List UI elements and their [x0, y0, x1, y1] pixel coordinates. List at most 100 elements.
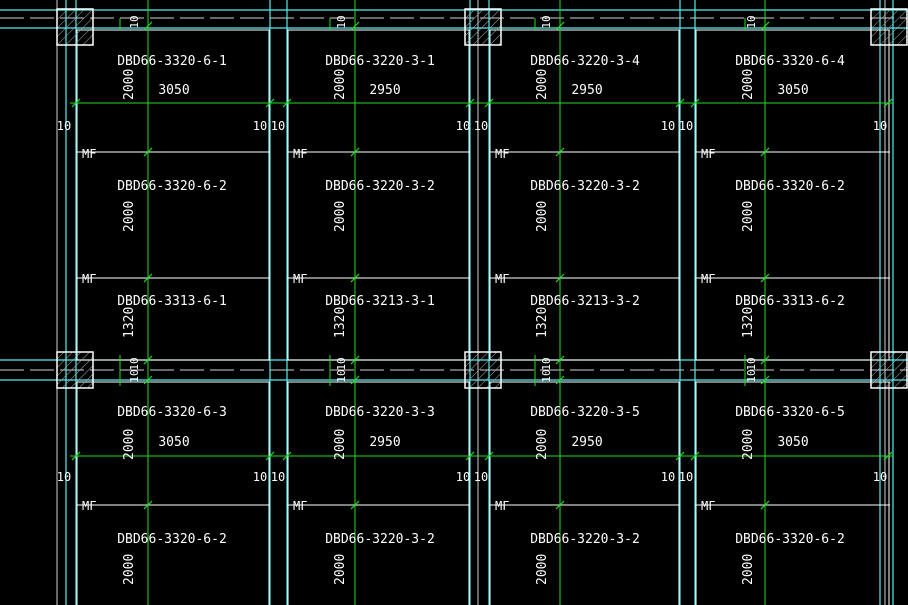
slab-span-label: 3050 [158, 435, 189, 450]
rebar-tick-3-6 [555, 500, 565, 510]
slab-id-label: DBD66-3220-3-4 [530, 54, 640, 69]
gap-label-vertical: 10 [128, 369, 141, 382]
rebar-tick-2-2 [350, 147, 360, 157]
slab-width-label: 2000 [741, 554, 756, 585]
slab-id-label: DBD66-3220-3-2 [530, 179, 640, 194]
slab-width-label: 1320 [333, 307, 348, 338]
slab-id-label: DBD66-3313-6-2 [735, 294, 845, 309]
rebar-tick-2-1 [350, 21, 360, 31]
slab-joint-layer [76, 29, 890, 605]
rebar-tick-1-4 [143, 355, 153, 365]
slab-width-label: 2000 [333, 429, 348, 460]
gap-label: 10 [474, 119, 488, 133]
slab-id-label: DBD66-3320-6-5 [735, 405, 845, 420]
seam-code-label: MF [701, 499, 715, 513]
slab-width-label: 2000 [741, 69, 756, 100]
gap-label-vertical: 10 [540, 15, 553, 28]
seam-code-label: MF [293, 499, 307, 513]
seam-code-label: MF [495, 499, 509, 513]
gap-label-vertical: 10 [128, 15, 141, 28]
slab-width-label: 2000 [535, 69, 550, 100]
rebar-end-upper-6 [675, 98, 685, 108]
rebar-tick-4-2 [760, 147, 770, 157]
slab-width-label: 2000 [741, 429, 756, 460]
column-6 [870, 351, 908, 389]
rebar-tick-1-3 [143, 273, 153, 283]
seam-code-label: MF [293, 272, 307, 286]
slab-width-label: 2000 [535, 429, 550, 460]
gap-label: 10 [456, 470, 470, 484]
gap-label-vertical: 10 [745, 357, 758, 370]
slab-id-label: DBD66-3320-6-2 [735, 532, 845, 547]
seam-code-label: MF [495, 147, 509, 161]
gap-label: 10 [873, 119, 887, 133]
slab-width-label: 2000 [122, 69, 137, 100]
slab-width-label: 2000 [333, 69, 348, 100]
seam-code-label: MF [82, 272, 96, 286]
slab-id-label: DBD66-3220-3-2 [325, 179, 435, 194]
gap-label-vertical: 10 [745, 15, 758, 28]
rebar-tick-3-2 [555, 147, 565, 157]
column-1 [56, 8, 94, 46]
gap-label: 10 [474, 470, 488, 484]
rebar-tick-4-1 [760, 21, 770, 31]
slab-id-label: DBD66-3220-3-2 [325, 532, 435, 547]
rebar-tick-2-5 [350, 375, 360, 385]
gap-label-vertical: 10 [335, 369, 348, 382]
rebar-end-lower-2 [265, 451, 275, 461]
rebar-tick-3-1 [555, 21, 565, 31]
slab-id-label: DBD66-3320-6-2 [117, 179, 227, 194]
rebar-tick-4-5 [760, 375, 770, 385]
slab-span-label: 2950 [369, 83, 400, 98]
slab-id-label: DBD66-3220-3-1 [325, 54, 435, 69]
rebar-end-lower-1 [71, 451, 81, 461]
rebar-end-lower-6 [675, 451, 685, 461]
slab-id-label: DBD66-3320-6-4 [735, 54, 845, 69]
rebar-end-lower-3 [282, 451, 292, 461]
gap-label: 10 [271, 119, 285, 133]
rebar-tick-1-1 [143, 21, 153, 31]
rebar-tick-4-4 [760, 355, 770, 365]
gap-label: 10 [873, 470, 887, 484]
rebar-tick-2-4 [350, 355, 360, 365]
rebar-tick-4-6 [760, 500, 770, 510]
gap-label-vertical: 10 [128, 357, 141, 370]
slab-span-label: 3050 [777, 435, 808, 450]
slab-id-label: DBD66-3213-3-1 [325, 294, 435, 309]
slab-id-label: DBD66-3220-3-5 [530, 405, 640, 420]
gap-label: 10 [661, 119, 675, 133]
rebar-tick-1-6 [143, 500, 153, 510]
seam-code-label: MF [701, 272, 715, 286]
gap-label: 10 [679, 470, 693, 484]
slab-span-label: 2950 [571, 83, 602, 98]
rebar-tick-3-4 [555, 355, 565, 365]
seam-code-label: MF [82, 499, 96, 513]
slab-id-label: DBD66-3213-3-2 [530, 294, 640, 309]
rebar-end-upper-4 [465, 98, 475, 108]
rebar-end-upper-8 [883, 98, 893, 108]
slab-id-label: DBD66-3320-6-2 [735, 179, 845, 194]
gap-label: 10 [253, 119, 267, 133]
gap-label: 10 [253, 470, 267, 484]
slab-width-label: 2000 [333, 554, 348, 585]
gap-label: 10 [661, 470, 675, 484]
rebar-end-lower-7 [690, 451, 700, 461]
slab-span-label: 3050 [158, 83, 189, 98]
seam-code-label: MF [82, 147, 96, 161]
gap-label: 10 [57, 470, 71, 484]
rebar-tick-3-5 [555, 375, 565, 385]
slab-width-label: 2000 [122, 201, 137, 232]
seam-code-label: MF [293, 147, 307, 161]
rebar-end-upper-5 [484, 98, 494, 108]
gap-label: 10 [679, 119, 693, 133]
slab-width-label: 2000 [741, 201, 756, 232]
rebar-tick-3-3 [555, 273, 565, 283]
seam-code-label: MF [495, 272, 509, 286]
slab-width-label: 2000 [122, 429, 137, 460]
slab-width-label: 2000 [122, 554, 137, 585]
gap-label-vertical: 10 [335, 357, 348, 370]
gap-label-vertical: 10 [540, 357, 553, 370]
slab-id-label: DBD66-3320-6-3 [117, 405, 227, 420]
